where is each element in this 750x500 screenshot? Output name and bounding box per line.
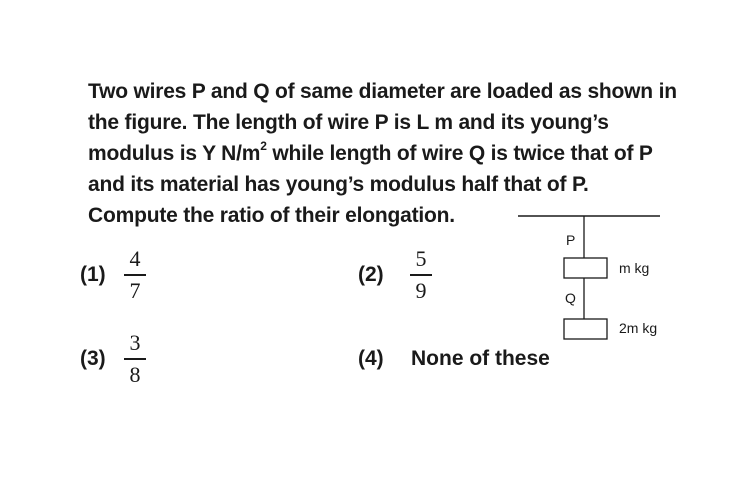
wire-q-label: Q (565, 290, 576, 306)
mass-block-2 (563, 318, 608, 340)
fraction-bar (410, 274, 432, 276)
mass-1-label: m kg (619, 260, 649, 276)
question-part-1: Two wires P and Q of same diameter are l… (88, 80, 677, 165)
option-4-number: (4) (358, 347, 384, 370)
option-2-fraction: 5 9 (410, 247, 432, 303)
option-1-denominator: 7 (129, 277, 141, 303)
option-2-numerator: 5 (415, 246, 427, 271)
option-3-numerator: 3 (129, 330, 141, 355)
option-3-number: (3) (80, 347, 106, 370)
option-3-denominator: 8 (129, 361, 141, 387)
question-part-2: while length of wire Q is twice that of … (88, 142, 653, 227)
question-text: Two wires P and Q of same diameter are l… (88, 76, 678, 231)
mass-2-label: 2m kg (619, 320, 657, 336)
option-4-text: None of these (411, 347, 550, 370)
option-1-number: (1) (80, 263, 106, 286)
wire-p-label: P (566, 232, 575, 248)
fraction-bar (124, 274, 146, 276)
option-2-denominator: 9 (415, 277, 427, 303)
mass-block-1 (563, 257, 608, 279)
fraction-bar (124, 358, 146, 360)
unit-superscript: 2 (260, 139, 267, 153)
option-1-numerator: 4 (129, 246, 141, 271)
option-3-fraction: 3 8 (124, 331, 146, 387)
option-1-fraction: 4 7 (124, 247, 146, 303)
wire-load-figure: P m kg Q 2m kg (518, 215, 660, 340)
option-2-number: (2) (358, 263, 384, 286)
